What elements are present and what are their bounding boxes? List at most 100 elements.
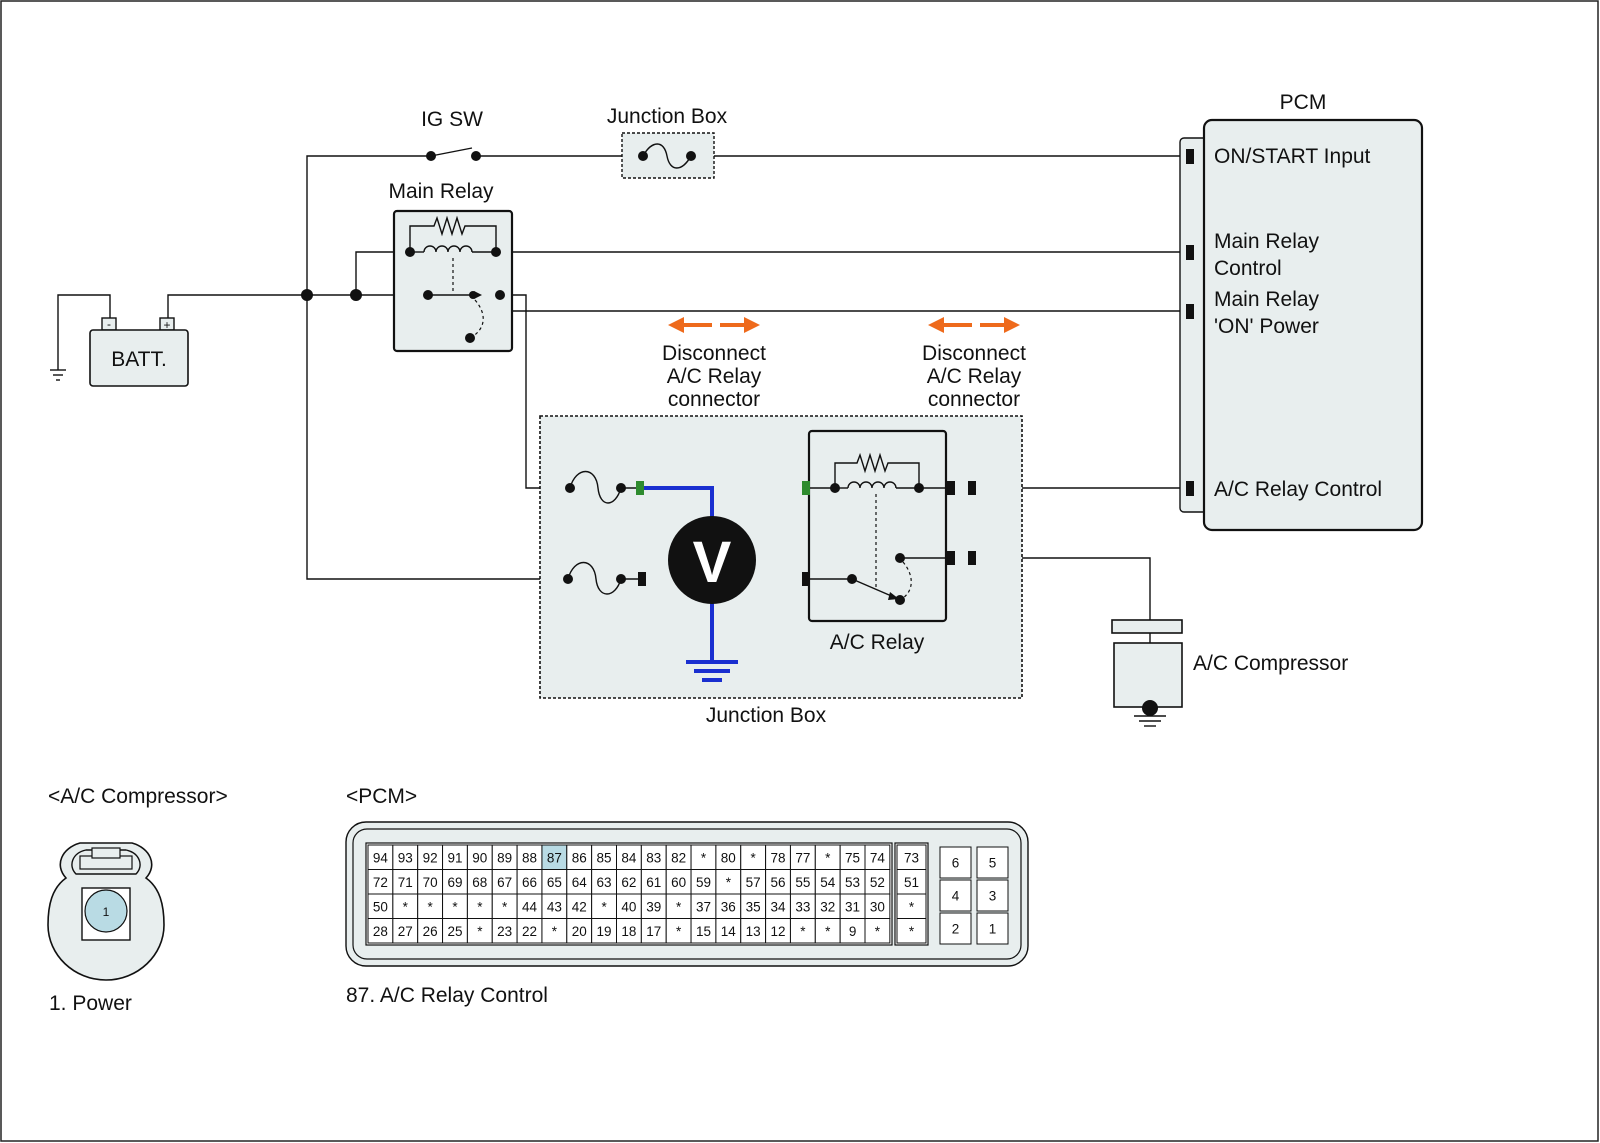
pcm-box [1179,118,1424,532]
pcm-pin-cell [896,844,927,870]
pcm-pin-label: 54 [820,875,836,890]
ac-compressor-pin-legend: 1. Power [49,992,132,1015]
pcm-label: PCM [1280,91,1327,114]
pcm-pin-cell [814,893,841,919]
pcm-pin-cell [566,869,593,895]
pcm-pin-cell [939,879,972,912]
pcm-pin-label: * [909,924,915,939]
pcm-pin-label: 53 [845,875,860,890]
pcm-pin-label: 44 [522,899,538,914]
pcm-pin-cell [491,893,518,919]
pcm-pin-label: 12 [771,924,786,939]
pcm-pin-label: 56 [771,875,786,890]
pcm-pin-label: * [676,899,682,914]
pcm-pin-label: 68 [472,875,487,890]
pcm-pin-label: 88 [522,850,537,865]
pcm-pin-label: 33 [795,899,810,914]
ac-relay-control-label: A/C Relay Control [1214,478,1382,501]
pcm-pin-label: 74 [870,850,886,865]
pcm-pin-label: * [726,875,732,890]
pcm-pin-label: * [452,899,458,914]
pcm-pin-label: 78 [771,850,786,865]
pcm-pin-cell [566,918,593,944]
pcm-pin-label: 77 [795,850,810,865]
pcm-pin-cell [864,893,891,919]
pcm-pin-label: 27 [398,924,413,939]
pcm-pin-label: 26 [423,924,438,939]
pcm-pin-label: * [909,899,915,914]
pcm-pin-cell [814,869,841,895]
pcm-pin-label: 40 [621,899,636,914]
disconnect-arrow-right [928,317,1020,333]
junction-box-bottom-label: Junction Box [706,704,827,727]
pcm-pin-label: 25 [447,924,462,939]
pcm-pin-label: 50 [373,899,388,914]
voltmeter [644,486,756,682]
pcm-pin-label: * [875,924,881,939]
pcm-pin-label: 90 [472,850,487,865]
pcm-pin-cell [839,918,866,944]
pcm-pin-label: 32 [820,899,835,914]
pcm-pin-cell [690,844,717,870]
ac-compressor-pin-1: 1 [103,905,110,919]
pcm-pin-label: 85 [597,850,612,865]
pcm-pin-label: 14 [721,924,737,939]
pcm-pin-cell [640,918,667,944]
disconnect-1-line-1: Disconnect [662,342,766,365]
pcm-pin-label: 62 [621,875,636,890]
disconnect-2-line-3: connector [928,388,1020,411]
battery [89,317,189,387]
pcm-pin-label: 70 [423,875,438,890]
ac-relay [802,429,976,623]
pcm-pin-label: 5 [989,856,997,871]
pcm-pin-label: * [800,924,806,939]
pcm-pin-label: 37 [696,899,711,914]
pcm-pin-label: * [676,924,682,939]
pcm-pin-label: 17 [646,924,661,939]
pcm-pin-cell [665,844,692,870]
pcm-pin-cell [690,918,717,944]
pcm-pin-cell [640,893,667,919]
batt-plus-label: + [163,318,170,332]
pcm-pin-label: * [601,899,607,914]
disconnect-2-line-2: A/C Relay [927,365,1022,388]
pcm-pin-label: * [477,924,483,939]
pcm-pin-label: 66 [522,875,537,890]
pcm-pin-label: 35 [746,899,761,914]
pcm-pin-cell [466,918,493,944]
pcm-pin-cell [939,846,972,879]
main-relay-control-label-2: Control [1214,257,1282,280]
pcm-pin-label: 94 [373,850,389,865]
pcm-pin-cell [442,918,468,944]
pcm-pin-label: 91 [447,850,462,865]
pcm-pin-cell [789,869,816,895]
pcm-pin-label: 23 [497,924,512,939]
pcm-pin-label: 75 [845,850,860,865]
disconnect-1-line-2: A/C Relay [667,365,762,388]
ac-compressor-label: A/C Compressor [1193,652,1348,675]
pcm-pin-label: * [751,850,757,865]
pcm-pin-cell [864,918,891,944]
pcm-pin-cell [976,879,1009,912]
pcm-pin-label: 20 [572,924,587,939]
pcm-pin-cell [417,844,444,870]
fuse-upper [565,471,644,504]
pcm-pin-label: 93 [398,850,413,865]
pcm-pin-label: 22 [522,924,537,939]
main-relay [392,209,514,353]
pcm-pin-label: 28 [373,924,388,939]
pcm-pin-cell [466,844,493,870]
pcm-pin-label: 39 [646,899,661,914]
pcm-pin-label: 19 [597,924,612,939]
pcm-pin-cell [616,918,642,944]
pcm-pin-label: 72 [373,875,388,890]
on-start-input-label: ON/START Input [1214,145,1371,168]
batt-minus-label: - [107,317,111,331]
pcm-pin-cell [740,844,767,870]
pcm-pin-label: 92 [423,850,438,865]
pcm-pin-cell [392,918,419,944]
pcm-pin-cell [896,869,927,895]
